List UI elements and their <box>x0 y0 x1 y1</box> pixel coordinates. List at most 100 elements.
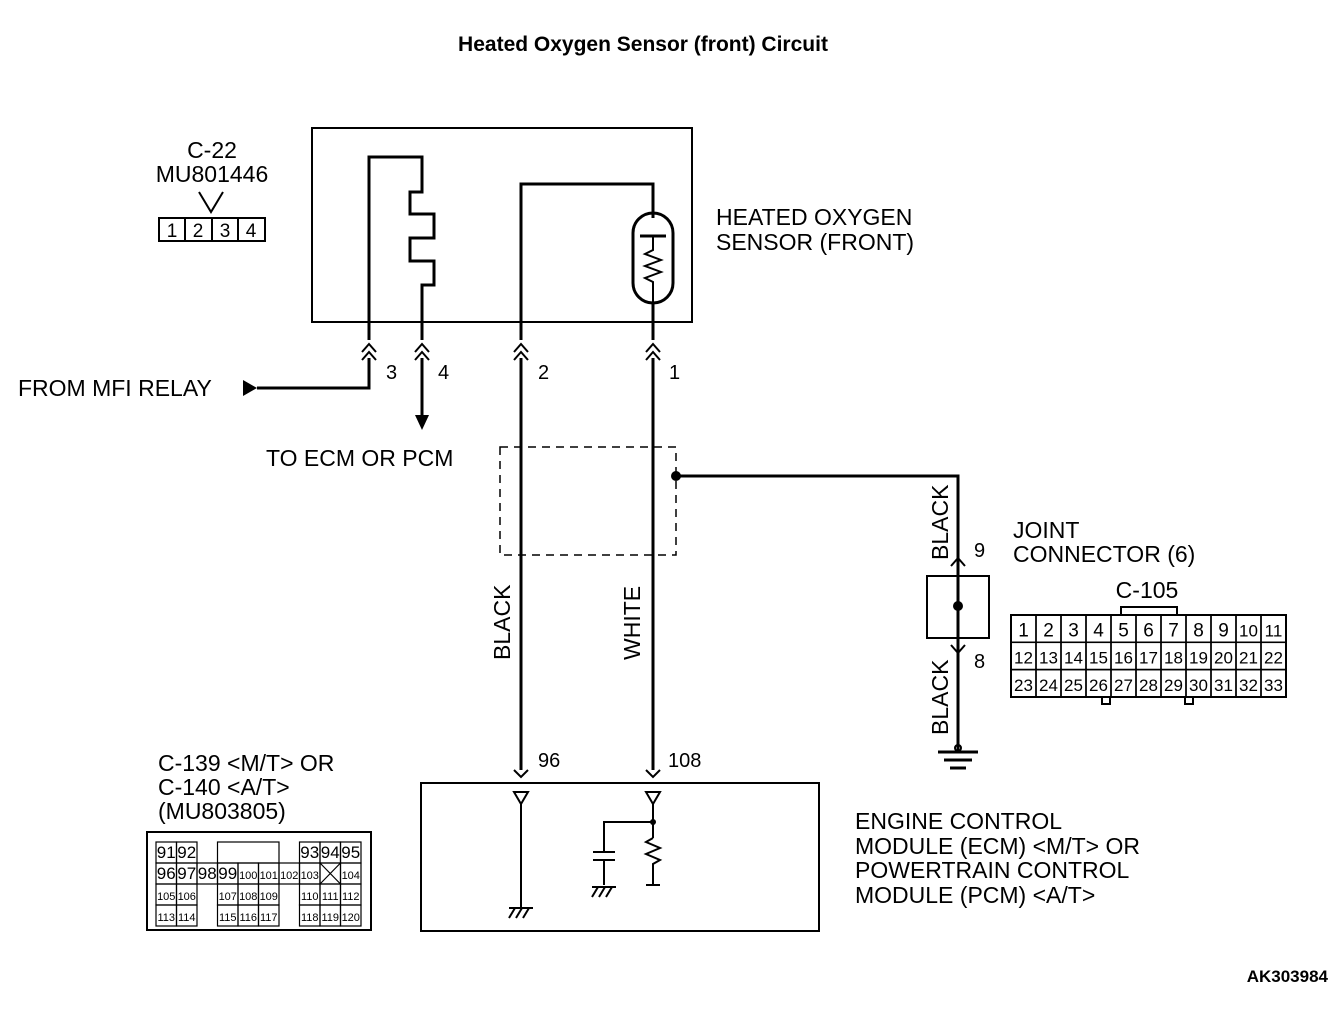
c105-pin-label: 11 <box>1265 621 1283 640</box>
c105-pin-label: 1 <box>1018 620 1029 641</box>
c22-pin: 4 <box>246 221 257 242</box>
ecm-connector-pin-label: 104 <box>342 870 360 882</box>
ecm-connector-pin-label: 99 <box>218 864 237 883</box>
sensor-signal-lead <box>519 182 655 340</box>
c105-pin-label: 23 <box>1014 676 1033 695</box>
joint-splice-dot <box>953 601 963 611</box>
ecm-connector-pin-label: 91 <box>157 843 176 862</box>
connector-c22: C-22 MU801446 1 2 3 4 <box>156 137 269 242</box>
connector-c22-id: C-22 <box>187 137 237 163</box>
figure-code: AK303984 <box>1247 967 1329 986</box>
ecm-connector-pin-label: 119 <box>321 912 339 924</box>
ground-icon <box>938 750 978 770</box>
ecm-connector-outline <box>146 831 372 931</box>
joint-connector-name-line2: CONNECTOR (6) <box>1013 541 1195 567</box>
c105-pin-label: 7 <box>1168 620 1179 641</box>
ecm-connector-pin-label: 115 <box>219 912 237 924</box>
c105-pin-label: 9 <box>1218 620 1229 641</box>
ecm-capacitor-icon <box>593 821 653 885</box>
ecm-connector-pin-label: 98 <box>198 864 217 883</box>
blocked-pin-icon <box>319 862 341 885</box>
c105-pin-label: 3 <box>1068 620 1079 641</box>
connector-key-icon <box>198 191 224 214</box>
ecm-connector-pin-label: 102 <box>280 870 298 882</box>
pin-label: 4 <box>438 362 449 384</box>
sensor-resistor-icon <box>642 236 664 303</box>
ecm-resistor-icon <box>643 837 663 886</box>
ecm-connector-pin-label: 97 <box>177 864 196 883</box>
heater-element-icon <box>367 155 436 340</box>
c105-pin-label: 10 <box>1239 621 1258 640</box>
joint-connector-name-line1: JOINT <box>1013 517 1079 543</box>
c105-pin-label: 8 <box>1193 620 1204 641</box>
ecm-connector-pin-label: 101 <box>260 870 278 882</box>
ecm-connector-pin-label: 118 <box>301 912 319 924</box>
connector-c22-part-number: MU801446 <box>156 161 269 187</box>
c105-pin-label: 12 <box>1014 649 1033 668</box>
pin-label: 108 <box>668 750 701 772</box>
wire-color-black-joint-bottom: BLACK <box>927 659 953 735</box>
ecm-connector-cell <box>257 904 280 927</box>
wire-color-black-joint-top: BLACK <box>927 484 953 560</box>
c105-pin-label: 29 <box>1164 676 1183 695</box>
ecm-connector-pin-label: 95 <box>341 843 360 862</box>
c105-pin-label: 4 <box>1093 620 1104 641</box>
ecm-capacitor-ground-icon <box>591 886 616 898</box>
ecm-connector-pin-label: 93 <box>300 843 319 862</box>
ecm-connector-line1: C-139 <M/T> OR <box>158 750 334 776</box>
connector-c105-id: C-105 <box>1116 577 1179 603</box>
ecm-name-line3: POWERTRAIN CONTROL <box>855 857 1130 883</box>
wire-color-white: WHITE <box>619 586 645 660</box>
ecm-connector-pin-label: 116 <box>239 912 257 924</box>
ecm-terminal-96 <box>513 769 529 779</box>
to-ecm-pcm-label: TO ECM OR PCM <box>266 445 453 471</box>
c105-pin-label: 33 <box>1264 676 1283 695</box>
c105-pin-label: 19 <box>1189 649 1208 668</box>
ecm-connector-pin-label: 113 <box>157 912 175 924</box>
c105-pin-label: 15 <box>1089 649 1108 668</box>
c105-cell <box>1260 668 1287 698</box>
ecm-connector-line2: C-140 <A/T> <box>158 774 290 800</box>
ecm-connector-pin-label: 120 <box>342 912 360 924</box>
c105-pin-label: 20 <box>1214 649 1233 668</box>
wire-shield-drain <box>676 474 960 566</box>
joint-connector-device: 9 8 <box>926 540 990 770</box>
ecm-module: 96 108 <box>420 750 820 932</box>
diagram-title: Heated Oxygen Sensor (front) Circuit <box>458 33 828 56</box>
ecm-connector-pin-label: 94 <box>321 843 340 862</box>
c105-pin-label: 14 <box>1064 649 1083 668</box>
pin-label: 1 <box>669 362 680 384</box>
ecm-connector-pin-label: 96 <box>157 864 176 883</box>
ecm-input-arrow-icon <box>512 791 530 806</box>
connector-c139-c140: C-139 <M/T> OR C-140 <A/T> (MU803805) 91… <box>146 750 372 931</box>
ecm-connector-pin-label: 92 <box>177 843 196 862</box>
ecm-connector-pin-label: 103 <box>301 870 319 882</box>
output-arrow-icon <box>415 415 429 430</box>
ecm-connector-pin-label: 110 <box>301 891 319 903</box>
ecm-connector-pin-label: 112 <box>342 891 360 903</box>
c105-pin-label: 16 <box>1114 649 1133 668</box>
from-mfi-relay-label: FROM MFI RELAY <box>18 375 212 401</box>
ecm-connector-pin-label: 111 <box>322 891 339 903</box>
c105-pin-label: 18 <box>1164 649 1183 668</box>
joint-terminal-9 <box>950 556 966 567</box>
input-arrow-icon <box>243 380 257 396</box>
sensor-name-line2: SENSOR (FRONT) <box>716 229 914 255</box>
wire-color-black: BLACK <box>489 584 515 660</box>
c105-pin-label: 28 <box>1139 676 1158 695</box>
c105-pin-label: 2 <box>1043 620 1054 641</box>
ecm-terminal-108 <box>645 769 661 779</box>
c105-pin-label: 25 <box>1064 676 1083 695</box>
c22-pin: 2 <box>193 221 204 242</box>
ecm-connector-line3: (MU803805) <box>158 798 286 824</box>
ecm-ground-icon <box>508 907 533 919</box>
pin-label: 96 <box>538 750 560 772</box>
c105-pin-label: 32 <box>1239 676 1258 695</box>
c105-pin-label: 24 <box>1039 676 1058 695</box>
ecm-connector-pin-label: 107 <box>219 891 237 903</box>
ecm-connector-pin-label: 106 <box>178 891 196 903</box>
shield-dashed-box <box>499 446 677 556</box>
c105-pin-label: 22 <box>1264 649 1283 668</box>
